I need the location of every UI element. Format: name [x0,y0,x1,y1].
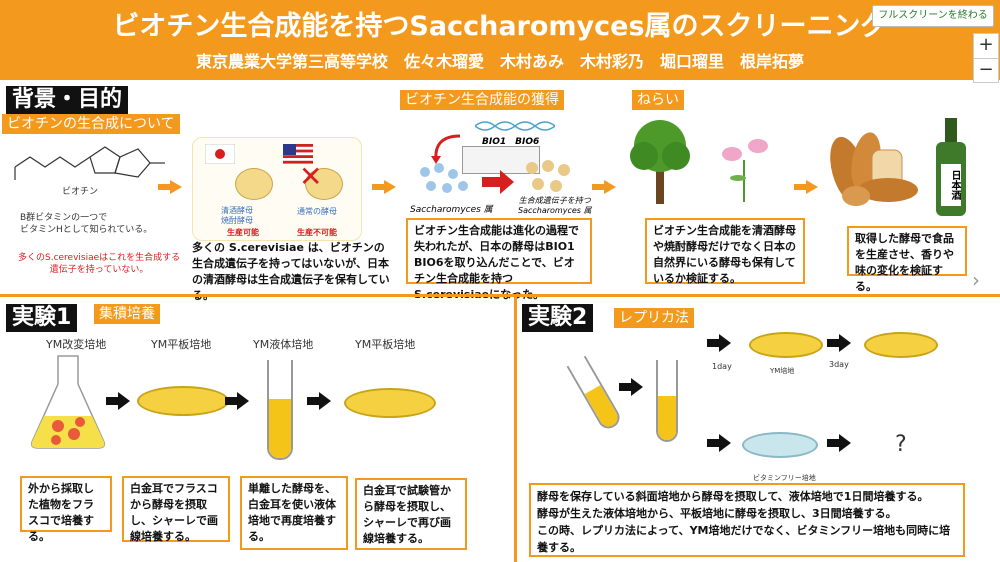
black-arrow-icon [225,392,249,410]
exp1-step4-text: 白金耳で試験管から酵母を摂取し、シャーレで再び画線培養する。 [355,478,467,550]
ym-plate-icon [749,332,823,358]
poster-authors: 東京農業大学第三高等学校 佐々木瑠愛 木村あみ 木村彩乃 堀口瑠里 根岸拓夢 [195,52,804,71]
medium-label: YM液体培地 [253,338,314,351]
exp2-title: 実験2 [522,304,594,332]
tree-icon [630,120,690,204]
exit-fullscreen-button[interactable]: フルスクリーンを終わる [872,5,994,27]
poster-header [0,0,1000,80]
black-arrow-icon [707,434,731,452]
red-arrow-icon [482,170,514,194]
flow-arrow-icon [794,180,818,194]
biotin-structure-icon [14,146,165,180]
column-divider [514,297,517,562]
saccharomyces-label: Saccharomyces 属 [410,205,493,215]
lily-flower-icon [722,139,768,202]
yeast-comparison-panel: ✕ 清酒酵母 焼酎酵母 生産可能 通常の酵母 生産不可能 [192,137,362,241]
slant-tube-icon [566,355,624,433]
sake-yeast-status: 生産可能 [227,228,259,237]
biotin-label: ビオチン [62,187,99,197]
flow-arrow-icon [592,180,616,194]
sake-yeast-label: 清酒酵母 焼酎酵母 [221,206,253,225]
normal-yeast-icon [305,168,343,200]
test-tube-icon [267,360,293,460]
sake-label: 日本酒 [941,164,961,206]
exp1-step1-text: 外から採取した植物をフラスコで培養する。 [20,476,112,543]
sake-bottle-icon: 日本酒 [934,118,968,218]
exp2-subtitle: レプリカ法 [614,308,694,328]
yeast-cluster-icon [420,163,468,193]
exp1-subtitle: 集積培養 [94,304,160,324]
day1-label: 1day [712,362,732,371]
next-arrow-icon[interactable]: › [972,268,980,292]
unknown-result-mark: ? [895,432,907,457]
medium-label: YM改変培地 [46,338,107,351]
background-section-title: 背景・目的 [6,86,129,114]
ym-plate-label: YM培地 [770,367,795,375]
black-arrow-icon [827,434,851,452]
exp1-step2-text: 白金耳でフラスコから酵母を摂取し、シャーレで画線培養する。 [122,476,230,543]
aim-text-box-1: ビオチン生合成能を清酒酵母や焼酎酵母だけでなく日本の自然界にいる酵母も保有してい… [645,218,805,285]
cross-icon: ✕ [299,160,323,193]
normal-yeast-label: 通常の酵母 [297,207,337,216]
aim-text-box-2: 取得した酵母で食品を生産させ、香りや味の変化を検証する。 [847,226,967,293]
exp1-title: 実験1 [6,304,78,332]
section-divider [0,294,1000,297]
japan-flag-icon [205,144,235,164]
aim-subtitle: ねらい [632,90,684,110]
sake-yeast-icon [235,168,273,200]
black-arrow-icon [307,392,331,410]
exp2-text-box: 酵母を保存している斜面培地から酵母を摂取して、液体培地で1日間培養する。 酵母が… [529,483,965,557]
normal-yeast-status: 生産不可能 [297,228,337,237]
petri-dish-icon [344,388,436,418]
poster-title: ビオチン生合成能を持つSaccharomyces属のスクリーニング [112,11,888,42]
red-curve-arrow-icon [431,134,461,164]
black-arrow-icon [707,334,731,352]
us-flag-icon [283,144,313,164]
red-note: 多くのS.cerevisiaeはこれを生合成する 遺伝子を持っていない。 [18,253,181,275]
gene-yeast-cluster-icon [526,160,570,192]
zoom-control: + − [973,33,999,83]
exp1-step3-text: 単離した酵母を、白金耳を使い液体培地で再度培養する。 [240,476,348,550]
dna-icon [475,121,555,131]
zoom-in-button[interactable]: + [974,34,998,59]
day3-label: 3day [829,360,849,369]
vitamin-free-plate-icon [742,432,818,458]
flow-arrow-icon [372,180,396,194]
black-arrow-icon [106,392,130,410]
medium-label: YM平板培地 [151,338,212,351]
vitamin-text: B群ビタミンの一つで ビタミンHとして知られている。 [20,213,153,235]
flask-icon [30,355,106,449]
gene-labels: BIO1 BIO6 [482,137,540,147]
flow-arrow-icon [158,180,182,194]
acquisition-subtitle: ビオチン生合成能の獲得 [400,90,564,110]
acquisition-text-box: ビオチン生合成能は進化の過程で失われたが、日本の酵母はBIO1 BIO6を取り込… [406,218,592,301]
ym-plate-result-icon [864,332,938,358]
medium-label: YM平板培地 [355,338,416,351]
petri-dish-icon [137,386,229,416]
biosynthesis-subtitle: ビオチンの生合成について [2,114,180,134]
gene-saccharomyces-label: 生合成遺伝子を持つ Saccharomyces 属 [518,196,592,215]
black-arrow-icon [619,378,643,396]
zoom-out-button[interactable]: − [978,59,994,80]
vitamin-free-label: ビタミンフリー培地 [753,474,816,482]
black-arrow-icon [827,334,851,352]
background-text-1: 多くの S.cerevisiae は、ビオチンの生合成遺伝子を持ってはいないが、… [192,241,390,302]
liquid-tube-icon [656,360,678,442]
bread-icon [830,132,918,206]
